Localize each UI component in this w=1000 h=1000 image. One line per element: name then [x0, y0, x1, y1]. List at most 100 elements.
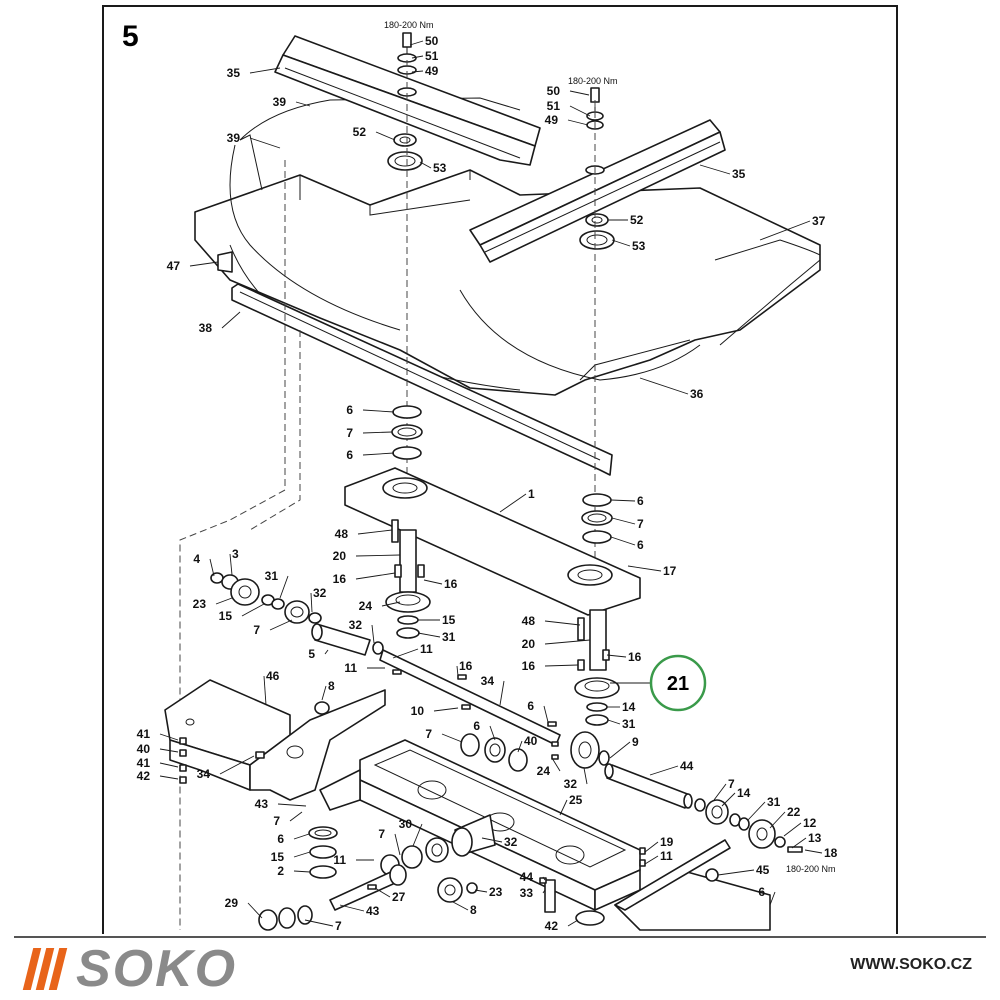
- callout-label[interactable]: 6: [346, 448, 353, 462]
- callout-label[interactable]: 31: [265, 569, 279, 583]
- callout-label[interactable]: 19: [660, 835, 674, 849]
- callout-label[interactable]: 6: [527, 699, 534, 713]
- callout-label[interactable]: 24: [359, 599, 373, 613]
- callout-label[interactable]: 3: [232, 547, 239, 561]
- callout-label[interactable]: 30: [399, 817, 413, 831]
- callout-label[interactable]: 49: [545, 113, 559, 127]
- callout-label[interactable]: 44: [680, 759, 694, 773]
- callout-label[interactable]: 20: [333, 549, 347, 563]
- callout-label[interactable]: 41: [137, 727, 151, 741]
- callout-label[interactable]: 6: [346, 403, 353, 417]
- callout-label[interactable]: 31: [442, 630, 456, 644]
- callout-label[interactable]: 31: [622, 717, 636, 731]
- callout-label[interactable]: 5: [308, 647, 315, 661]
- callout-label[interactable]: 34: [481, 674, 495, 688]
- callout-label[interactable]: 37: [812, 214, 826, 228]
- callout-label[interactable]: 48: [522, 614, 536, 628]
- callout-label[interactable]: 50: [425, 34, 439, 48]
- callout-label[interactable]: 7: [378, 827, 385, 841]
- callout-label[interactable]: 22: [787, 805, 801, 819]
- callout-label[interactable]: 8: [470, 903, 477, 917]
- callout-label[interactable]: 6: [637, 538, 644, 552]
- callout-label[interactable]: 7: [273, 814, 280, 828]
- callout-label[interactable]: 11: [420, 642, 433, 656]
- callout-label[interactable]: 38: [199, 321, 213, 335]
- callout-label[interactable]: 12: [803, 816, 817, 830]
- callout-label[interactable]: 23: [489, 885, 503, 899]
- callout-label[interactable]: 14: [622, 700, 636, 714]
- callout-label[interactable]: 23: [193, 597, 207, 611]
- callout-label[interactable]: 42: [137, 769, 151, 783]
- callout-label[interactable]: 51: [547, 99, 561, 113]
- callout-label[interactable]: 34: [197, 767, 211, 781]
- callout-label[interactable]: 39: [227, 131, 241, 145]
- callout-label[interactable]: 6: [758, 885, 765, 899]
- callout-label[interactable]: 45: [756, 863, 770, 877]
- callout-label[interactable]: 40: [137, 742, 151, 756]
- callout-label[interactable]: 7: [637, 517, 644, 531]
- callout-label[interactable]: 39: [273, 95, 287, 109]
- callout-label[interactable]: 43: [255, 797, 269, 811]
- callout-label[interactable]: 13: [808, 831, 822, 845]
- callout-label[interactable]: 11: [333, 853, 346, 867]
- callout-label[interactable]: 47: [167, 259, 181, 273]
- callout-label[interactable]: 17: [663, 564, 677, 578]
- callout-label[interactable]: 6: [637, 494, 644, 508]
- callout-label[interactable]: 6: [277, 832, 284, 846]
- callout-label[interactable]: 10: [411, 704, 425, 718]
- callout-label[interactable]: 1: [528, 487, 535, 501]
- callout-label[interactable]: 52: [353, 125, 367, 139]
- callout-label[interactable]: 32: [349, 618, 363, 632]
- callout-label[interactable]: 4: [193, 552, 200, 566]
- callout-label[interactable]: 2: [277, 864, 284, 878]
- callout-label[interactable]: 31: [767, 795, 781, 809]
- website-link[interactable]: WWW.SOKO.CZ: [850, 956, 972, 973]
- callout-label[interactable]: 20: [522, 637, 536, 651]
- callout-label[interactable]: 11: [344, 661, 357, 675]
- callout-label[interactable]: 7: [346, 426, 353, 440]
- callout-label[interactable]: 32: [564, 777, 578, 791]
- callout-label[interactable]: 33: [520, 886, 534, 900]
- callout-label[interactable]: 44: [520, 870, 534, 884]
- callout-label[interactable]: 50: [547, 84, 561, 98]
- callout-label[interactable]: 15: [442, 613, 456, 627]
- callout-label[interactable]: 14: [737, 786, 751, 800]
- highlight-callout-21[interactable]: 21: [610, 654, 707, 712]
- callout-label[interactable]: 35: [732, 167, 746, 181]
- callout-label[interactable]: 16: [444, 577, 458, 591]
- callout-label[interactable]: 40: [524, 734, 538, 748]
- callout-label[interactable]: 36: [690, 387, 704, 401]
- callout-label[interactable]: 18: [824, 846, 838, 860]
- callout-label[interactable]: 53: [433, 161, 447, 175]
- callout-label[interactable]: 24: [537, 764, 551, 778]
- callout-label[interactable]: 9: [632, 735, 639, 749]
- callout-label[interactable]: 16: [522, 659, 536, 673]
- callout-label[interactable]: 42: [545, 919, 559, 933]
- callout-label[interactable]: 7: [728, 777, 735, 791]
- callout-label[interactable]: 53: [632, 239, 646, 253]
- callout-label[interactable]: 16: [333, 572, 347, 586]
- callout-label[interactable]: 48: [335, 527, 349, 541]
- callout-label[interactable]: 27: [392, 890, 406, 904]
- callout-label[interactable]: 15: [271, 850, 285, 864]
- callout-label[interactable]: 7: [335, 919, 342, 933]
- callout-label[interactable]: 49: [425, 64, 439, 78]
- callout-label[interactable]: 32: [313, 586, 327, 600]
- callout-label[interactable]: 8: [328, 679, 335, 693]
- callout-label[interactable]: 35: [227, 66, 241, 80]
- callout-label[interactable]: 16: [459, 659, 473, 673]
- callout-label[interactable]: 25: [569, 793, 583, 807]
- callout-label[interactable]: 29: [225, 896, 239, 910]
- callout-label[interactable]: 15: [219, 609, 233, 623]
- callout-label[interactable]: 16: [628, 650, 642, 664]
- callout-label[interactable]: 6: [473, 719, 480, 733]
- callout-label[interactable]: 46: [266, 669, 280, 683]
- callout-label[interactable]: 43: [366, 904, 380, 918]
- callout-label[interactable]: 7: [425, 727, 432, 741]
- callout-label[interactable]: 7: [253, 623, 260, 637]
- callout-label[interactable]: 52: [630, 213, 644, 227]
- callout-label[interactable]: 41: [137, 756, 151, 770]
- callout-label[interactable]: 51: [425, 49, 439, 63]
- callout-label[interactable]: 11: [660, 849, 673, 863]
- callout-label[interactable]: 32: [504, 835, 518, 849]
